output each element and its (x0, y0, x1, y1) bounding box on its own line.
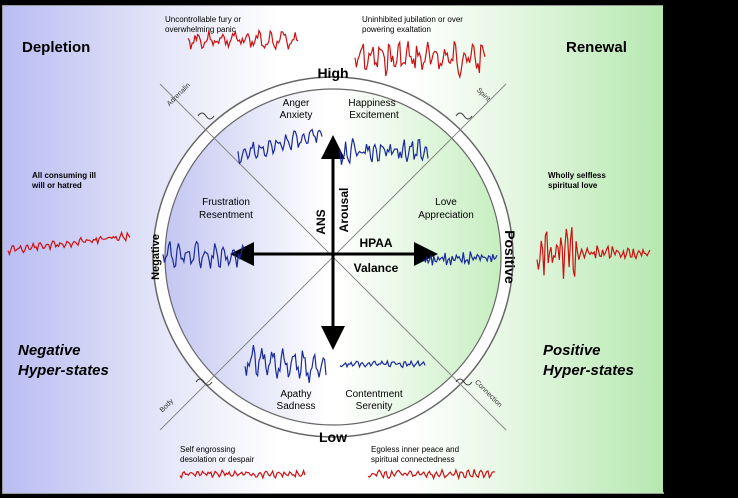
note-top-left-2: overwhelming panic (165, 25, 236, 34)
axis-label-ans: ANS (314, 209, 328, 234)
emotion-resentment: Resentment (199, 210, 253, 221)
negative-hyper-line2: Hyper-states (18, 362, 109, 379)
ring-label-body: Body (159, 397, 176, 414)
note-right-1: Wholly selfless (548, 171, 606, 180)
trace-despair (179, 468, 306, 480)
trace-jubilation (354, 40, 486, 80)
note-left-1: All consuming ill (32, 171, 96, 180)
axis-arrows (230, 135, 438, 350)
trace-happiness-excitement (339, 138, 429, 165)
title-depletion: Depletion (22, 39, 90, 56)
trace-fury (187, 28, 299, 51)
axis-label-arousal: Arousal (337, 188, 351, 233)
ring-label-low: Low (319, 429, 347, 445)
note-top-right-1: Uninhibited jubilation or over (362, 15, 463, 24)
waveform-traces (7, 28, 651, 481)
trace-inner-peace (367, 467, 496, 481)
emotion-frustration: Frustration (202, 197, 250, 208)
note-bottom-right-2: spiritual connectedness (371, 455, 455, 464)
title-renewal: Renewal (566, 39, 627, 56)
trace-contentment-serenity (339, 359, 426, 369)
note-top-left-1: Uncontrollable fury or (165, 15, 241, 24)
ring-label-adrenalin: Adrenalin (166, 82, 192, 108)
trace-apathy-sadness (244, 345, 327, 383)
trace-selfless-love (536, 227, 651, 279)
note-top-right-2: powering exaltation (362, 25, 431, 34)
ring-label-positive: Positive (502, 230, 518, 284)
emotion-anxiety: Anxiety (280, 110, 313, 121)
emotion-appreciation: Appreciation (418, 210, 474, 221)
negative-hyper-line1: Negative (18, 342, 81, 359)
emotion-apathy: Apathy (280, 389, 311, 400)
diagonal-break-marks (195, 112, 473, 386)
positive-hyper-line1: Positive (543, 342, 601, 359)
emotion-sadness: Sadness (277, 401, 316, 412)
note-bottom-right-1: Egoless inner peace and (371, 445, 459, 454)
trace-anger-anxiety (237, 128, 323, 165)
trace-frustration-resentment (162, 240, 245, 269)
positive-hyper-line2: Hyper-states (543, 362, 634, 379)
emotion-love: Love (435, 197, 457, 208)
ring-label-high: High (317, 65, 348, 81)
axis-label-hpaa: HPAA (359, 236, 392, 250)
emotion-anger: Anger (283, 98, 310, 109)
emotion-contentment: Contentment (345, 389, 402, 400)
ring-label-negative: Negative (150, 234, 162, 280)
note-left-2: will or hatred (31, 181, 82, 190)
axis-label-valance: Valance (354, 261, 399, 275)
emotion-happiness: Happiness (348, 98, 395, 109)
trace-love-appreciation (423, 251, 498, 266)
emotion-serenity: Serenity (356, 401, 393, 412)
note-bottom-left-2: desolation or despair (180, 455, 255, 464)
ring-label-connection: Connection (473, 379, 503, 409)
trace-hatred (7, 230, 131, 257)
note-bottom-left-1: Self engrossing (180, 445, 235, 454)
note-right-2: spiritual love (548, 181, 598, 190)
emotion-excitement: Excitement (349, 110, 399, 121)
black-margin (663, 5, 738, 492)
